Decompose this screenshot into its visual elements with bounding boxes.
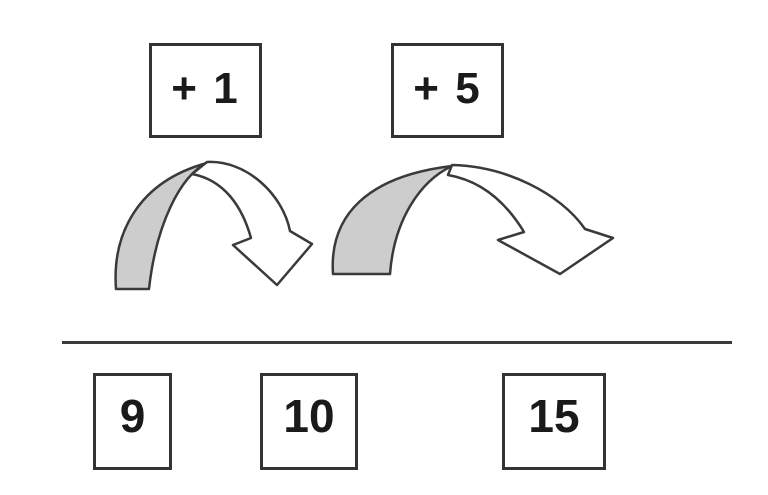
number-box-10: 10 (260, 373, 358, 470)
number-label-15: 15 (528, 389, 580, 442)
number-line (62, 341, 732, 344)
addend-box-plus-1: + 1 (149, 43, 262, 138)
addend-label-plus-1: + 1 (171, 63, 240, 113)
jump-arrow-2-shaded-arc (331, 164, 454, 276)
jump-arrow-1-shaded-arc (114, 161, 209, 291)
number-label-9: 9 (119, 389, 146, 442)
number-box-15: 15 (502, 373, 606, 470)
number-box-9: 9 (93, 373, 172, 470)
addend-box-plus-5: + 5 (391, 43, 504, 138)
jump-arrow-1 (114, 160, 314, 291)
jump-arrow-2 (331, 163, 615, 276)
jump-arrow-1-arrowhead-arc (190, 160, 314, 287)
addend-label-plus-5: + 5 (413, 63, 482, 113)
number-label-10: 10 (283, 389, 335, 442)
jump-arrow-2-arrowhead-arc (446, 163, 615, 276)
